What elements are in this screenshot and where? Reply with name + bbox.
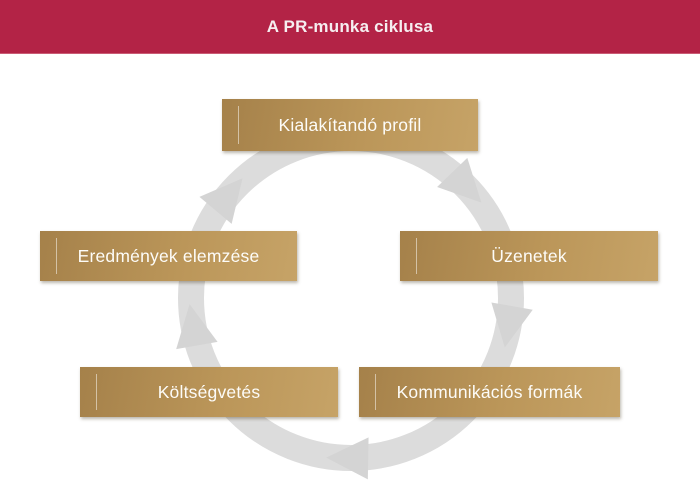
cycle-diagram: Kialakítandó profil Üzenetek Kommunikáci…: [0, 54, 700, 498]
cycle-step-label: Üzenetek: [491, 245, 567, 266]
cycle-arrowhead-top-left: [199, 178, 243, 224]
cycle-step-label: Eredmények elemzése: [77, 245, 260, 266]
cycle-arrowhead-top-right: [437, 157, 482, 203]
cycle-step-label: Költségvetés: [157, 381, 261, 402]
cycle-step-eredmenyek-elemzese: Eredmények elemzése: [40, 231, 297, 281]
cycle-step-kommunikacios-formak: Kommunikációs formák: [359, 367, 620, 417]
cycle-step-kialakitando-profil: Kialakítandó profil: [222, 99, 478, 151]
cycle-step-uzenetek: Üzenetek: [400, 231, 658, 281]
cycle-arrowhead-bottom: [326, 437, 369, 480]
cycle-step-label: Kommunikációs formák: [396, 381, 583, 402]
title-bar: A PR-munka ciklusa: [0, 0, 700, 54]
cycle-step-label: Kialakítandó profil: [278, 114, 422, 135]
cycle-step-koltsegvetes: Költségvetés: [80, 367, 338, 417]
page-title: A PR-munka ciklusa: [266, 16, 434, 36]
cycle-arrowhead-right: [491, 302, 533, 348]
cycle-arrowhead-left: [176, 304, 218, 350]
